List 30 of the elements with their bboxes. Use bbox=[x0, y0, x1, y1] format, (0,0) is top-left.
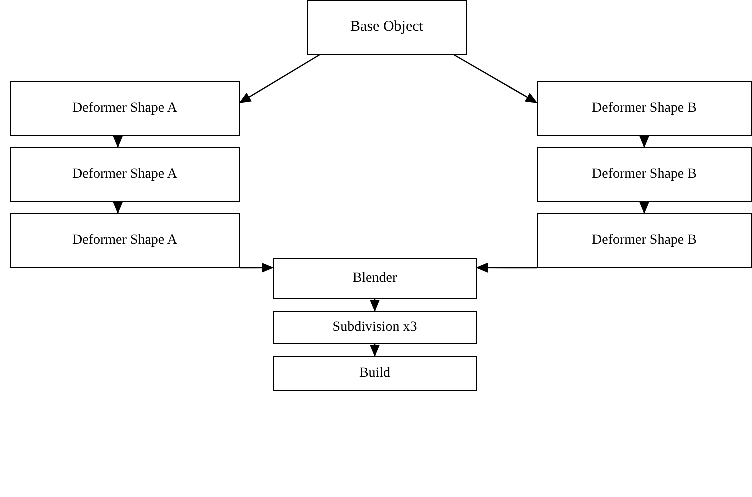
process-box bbox=[10, 81, 240, 136]
box-label: Base Object bbox=[350, 19, 424, 36]
arrow bbox=[370, 344, 380, 357]
process-box bbox=[537, 81, 752, 136]
arrow bbox=[239, 54, 320, 104]
box-label: Blender bbox=[352, 270, 398, 286]
box-label: Deformer Shape A bbox=[72, 232, 178, 248]
box-label: Build bbox=[359, 366, 391, 382]
box-label: Deformer Shape B bbox=[592, 232, 697, 248]
arrow bbox=[113, 136, 124, 148]
process-box bbox=[10, 213, 240, 268]
box-label: Subdivision x3 bbox=[332, 320, 418, 336]
process-box bbox=[10, 147, 240, 202]
box-label: Deformer Shape B bbox=[592, 166, 697, 182]
arrow bbox=[640, 136, 650, 148]
arrow bbox=[454, 54, 538, 104]
arrow bbox=[370, 299, 380, 312]
arrow bbox=[640, 202, 650, 214]
arrow bbox=[113, 202, 124, 214]
arrow bbox=[476, 262, 537, 273]
box-label: Deformer Shape A bbox=[72, 166, 178, 182]
box-label: Deformer Shape A bbox=[72, 100, 178, 116]
process-box bbox=[273, 356, 477, 391]
process-box bbox=[537, 147, 752, 202]
box-label: Deformer Shape B bbox=[592, 100, 697, 116]
process-box bbox=[307, 0, 467, 55]
process-box bbox=[537, 213, 752, 268]
arrow bbox=[240, 262, 274, 273]
process-box bbox=[273, 258, 477, 299]
process-box bbox=[273, 311, 477, 344]
